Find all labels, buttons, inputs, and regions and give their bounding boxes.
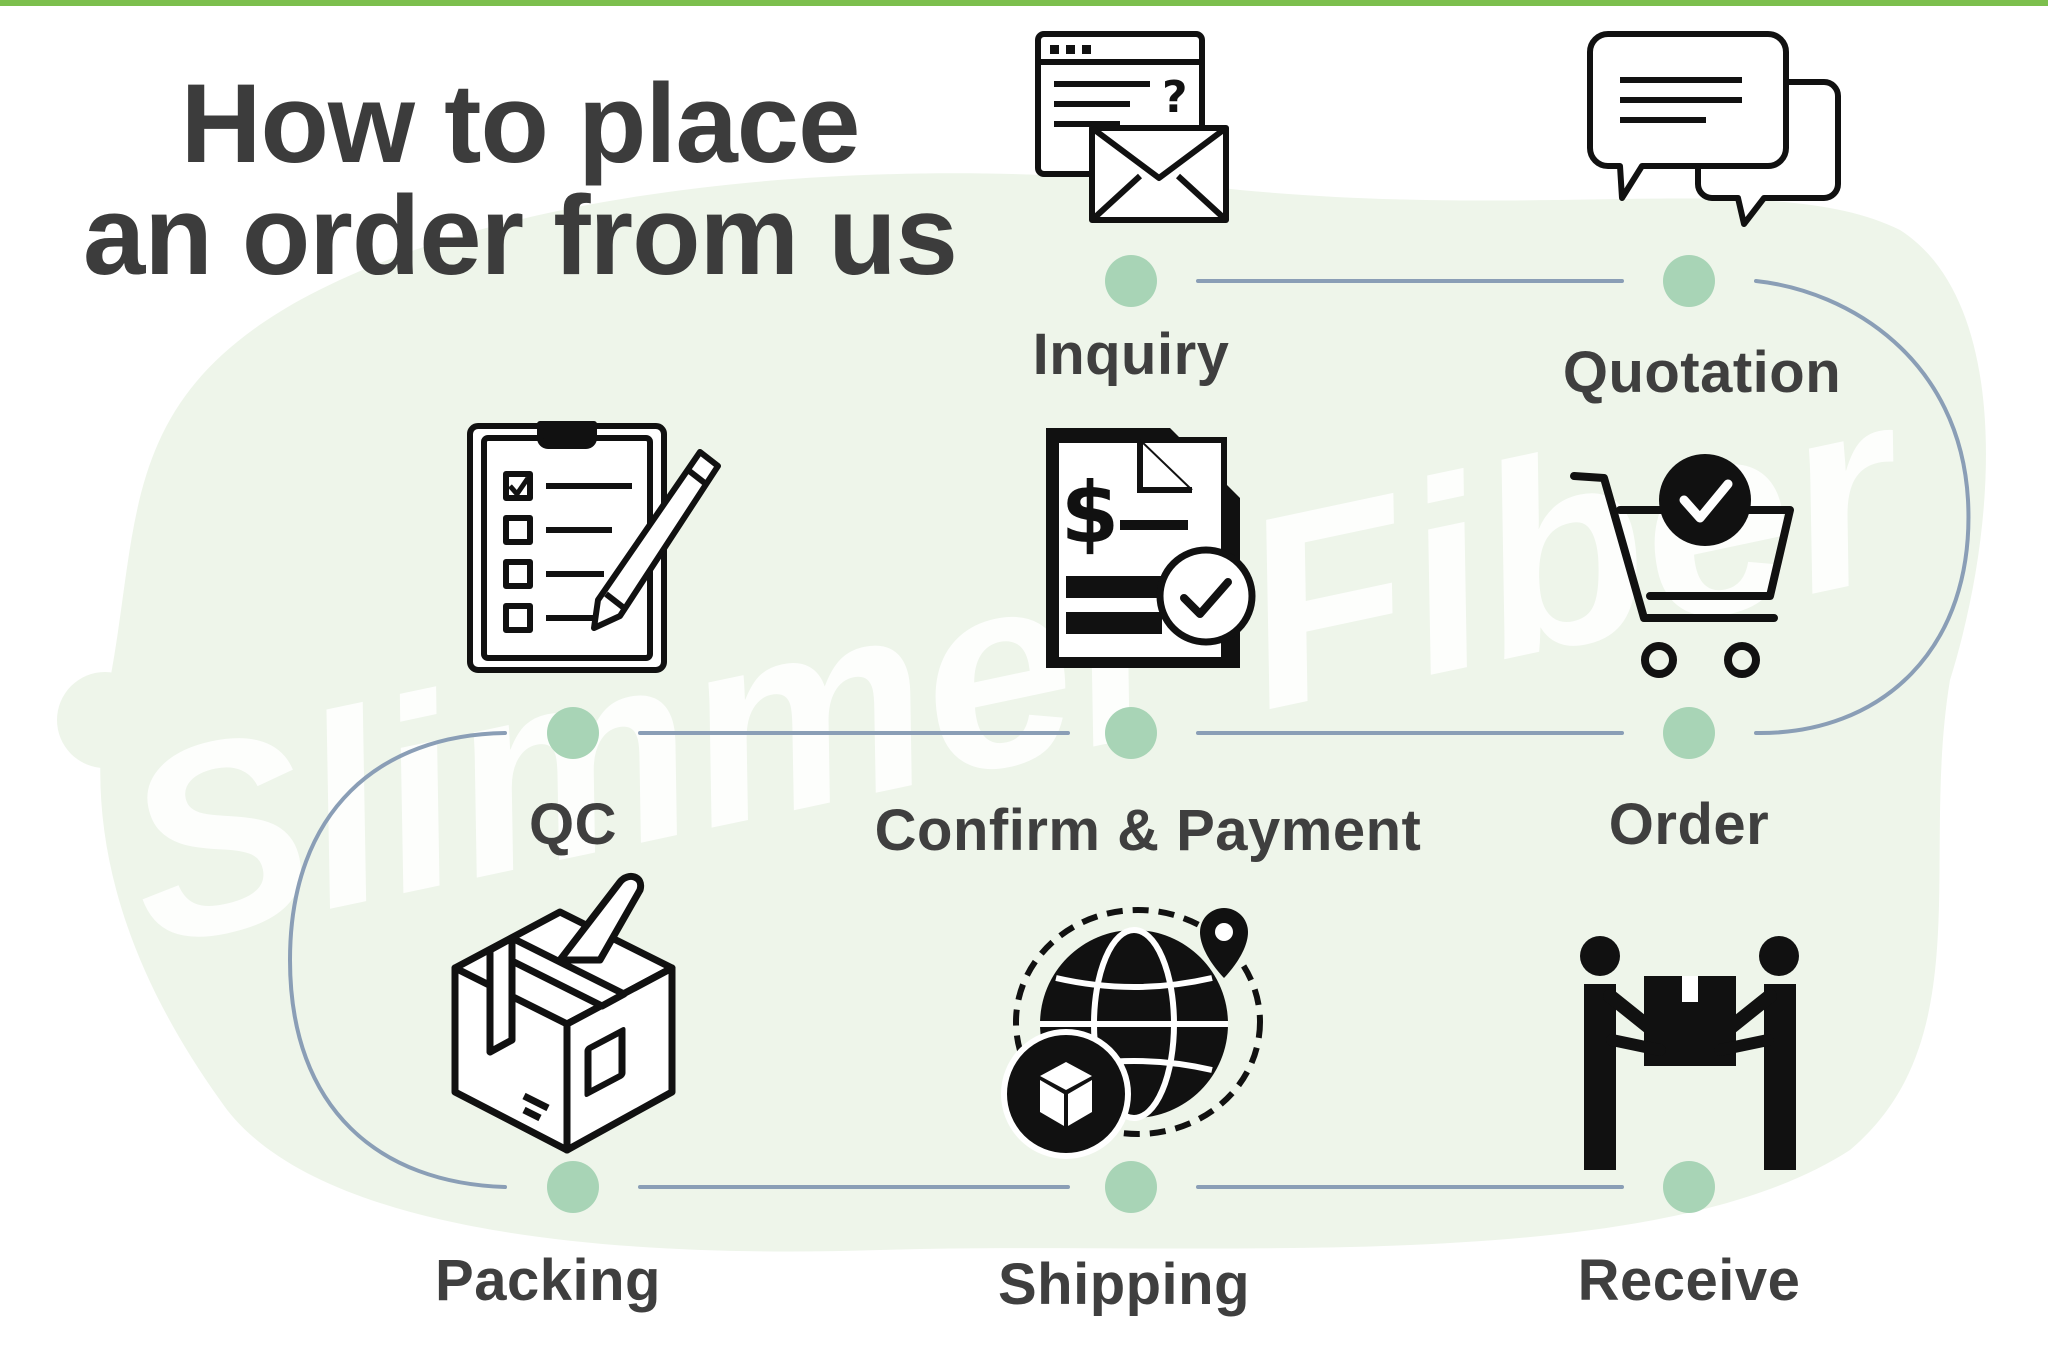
taped-box-icon xyxy=(451,872,676,1154)
globe-package-pin-icon xyxy=(1001,907,1263,1159)
flow-path xyxy=(287,279,1971,1189)
svg-text:?: ? xyxy=(1162,72,1188,123)
step-label-inquiry: Inquiry xyxy=(1032,322,1230,387)
node-packing xyxy=(547,1161,599,1213)
svg-text:$: $ xyxy=(1061,464,1119,562)
title-line-1: How to place xyxy=(180,61,861,186)
node-receive xyxy=(1663,1161,1715,1213)
step-label-packing: Packing xyxy=(435,1248,661,1313)
node-confirm-payment xyxy=(1105,707,1157,759)
node-qc xyxy=(547,707,599,759)
title-line-2: an order from us xyxy=(83,173,958,298)
step-label-receive: Receive xyxy=(1577,1248,1801,1313)
step-label-qc: QC xyxy=(529,792,617,857)
shopping-cart-check-icon xyxy=(1570,454,1794,678)
checklist-clipboard-pencil-icon xyxy=(467,421,721,673)
top-accent-bar xyxy=(0,0,2048,6)
page-title: How to place an order from us xyxy=(40,68,1000,292)
step-label-order: Order xyxy=(1608,792,1770,857)
node-inquiry xyxy=(1105,255,1157,307)
step-label-confirm-payment: Confirm & Payment xyxy=(874,798,1422,863)
flow-nodes xyxy=(547,255,1715,1213)
step-label-quotation: Quotation xyxy=(1562,340,1842,405)
blob-dot xyxy=(57,672,153,768)
node-order xyxy=(1663,707,1715,759)
node-shipping xyxy=(1105,1161,1157,1213)
node-quotation xyxy=(1663,255,1715,307)
chat-bubbles-icon xyxy=(1587,31,1841,227)
inquiry-browser-envelope-icon: ? xyxy=(1035,31,1229,223)
handover-box-people-icon xyxy=(1580,936,1799,1170)
invoice-dollar-check-icon: $ xyxy=(1046,428,1256,668)
step-label-shipping: Shipping xyxy=(997,1252,1251,1317)
